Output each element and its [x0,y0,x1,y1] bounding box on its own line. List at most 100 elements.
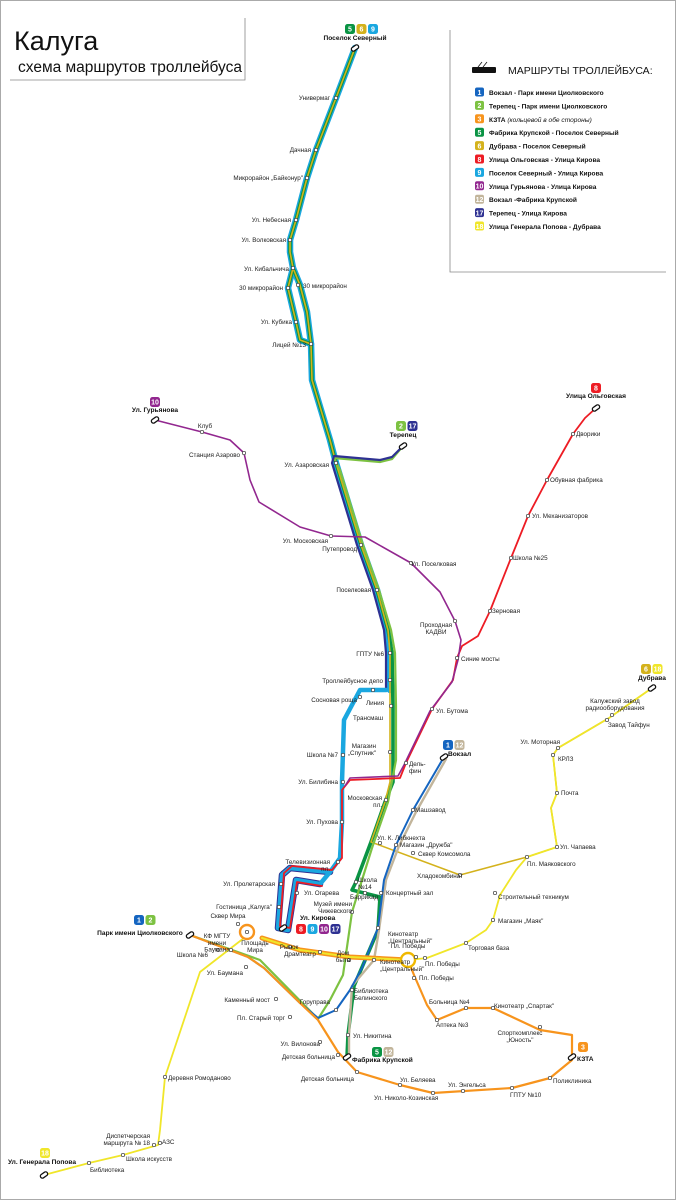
route-name: Вокзал -Фабрика Крупской [489,196,577,204]
route-badge-number: 1 [446,743,450,750]
station-marker [410,850,416,856]
route-badge-number: 12 [456,743,464,750]
route-badge-9 [368,24,378,34]
route-badge-number: 18 [654,667,662,674]
route-name: Улица Генерала Попова - Дубрава [489,223,601,231]
station-marker [393,842,399,848]
station-label: Обувная фабрика [550,476,603,484]
route-badge-number: 18 [41,1151,49,1158]
station-label: Школа №6 [177,952,209,959]
station-marker [339,819,345,825]
terminus-marker [647,684,657,692]
route-badge [475,154,484,164]
station-marker [308,341,314,347]
route-number: 2 [478,103,482,110]
station-label: Горуправа [300,999,331,1006]
station-label: Дель-фин [409,761,426,775]
station-label: Деревня Ромоданово [168,1075,231,1082]
terminus-marker [398,442,408,450]
route-badge-number: 17 [409,424,417,431]
station-marker [397,1082,403,1088]
station-label: Драмтеатр [284,951,316,958]
station-marker [490,917,496,923]
station-marker [454,655,460,661]
station-label: Дачная [290,147,311,154]
station-marker [378,890,384,896]
station-label: Школа №25 [513,555,548,562]
station-label: Ул. Генерала Попова [8,1159,76,1166]
station-marker [162,1074,168,1080]
station-label: Сосновая роща [311,697,357,704]
route-badge-number: 2 [149,918,153,925]
route-10-line [154,419,462,787]
station-marker [317,1039,323,1045]
route-badge [475,167,484,177]
route-badge [475,114,484,124]
route-badge-18 [652,664,663,674]
station-marker [276,904,282,910]
terminus-badge-group: 3 [578,1042,588,1052]
station-label: Поселок Северный [323,34,386,42]
city-title: Калуга [14,26,99,56]
terminus-badge-group: 8 [591,383,601,393]
route-badge-number: 12 [385,1050,393,1057]
route-number: 6 [478,143,482,150]
station-marker [354,1069,360,1075]
route-badge-number: 8 [299,927,303,934]
route-badge-number: 6 [644,667,648,674]
route-number: 12 [476,197,484,204]
route-name: Фабрика Крупской - Поселок Северный [489,129,619,137]
trolleybus-icon [472,61,496,73]
station-marker [388,703,394,709]
route-badge [475,87,484,97]
route-number: 3 [478,117,482,124]
station-labels: Поселок СеверныйУнивермагДачнаяМикрорайо… [8,34,666,1174]
station-label: Кинотеатр„Центральный" [380,959,424,973]
station-marker [554,790,560,796]
station-label: ГПТУ №6 [356,651,384,658]
route-3-line [188,933,574,1095]
route-number: 9 [478,170,482,177]
station-label: Ул. Механизаторов [532,513,589,520]
station-marker [463,940,469,946]
station-marker [244,929,250,935]
station-marker [285,285,291,291]
station-label: Ул. Кирова [300,915,336,922]
ploshchad-pobedy-hub [399,951,417,969]
station-marker [555,745,561,751]
station-label: Синие мосты [461,656,500,663]
station-marker [375,925,381,931]
station-label: Ул. Небесная [252,216,291,224]
station-label: Поликлиника [553,1078,592,1085]
route-name: Поселок Северный - Улица Кирова [489,169,604,177]
legend-title: МАРШРУТЫ ТРОЛЛЕЙБУСА: [508,64,653,77]
station-label: 30 микрорайон [239,284,283,292]
station-marker [374,587,380,593]
station-label: Сквер Мира [210,913,246,920]
station-label: Строительный техникум [498,893,569,901]
route-badge-17 [330,924,341,934]
station-marker [370,687,376,693]
route-badge-12 [383,1047,394,1057]
station-marker [358,542,364,548]
terminus-badge-group: 18 [40,1148,50,1158]
route-name: Улица Гурьянова - Улица Кирова [489,184,597,191]
station-label: Ул. Билибина [298,778,338,786]
station-label: Ул. Кибальчича [244,265,290,273]
station-marker [492,890,498,896]
station-marker [313,147,319,153]
station-label: Ул. Бутома [436,708,469,715]
title-box: Калуга схема маршрутов троллейбуса [10,18,246,81]
station-marker [357,694,363,700]
route-badge-6 [641,664,651,674]
station-marker [383,797,389,803]
route-name: Терепец - Улица Кирова [489,211,567,218]
station-label: Магазин „Маяк" [498,918,543,925]
terminus-badge-group: 1 12 [443,740,465,750]
